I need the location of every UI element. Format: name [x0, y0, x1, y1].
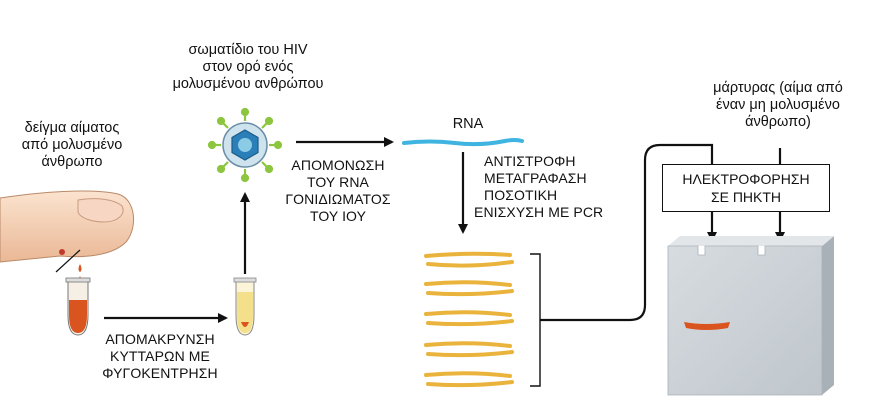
label-rna: RNA [452, 116, 484, 132]
label-isolate-rna: ΑΠΟΜΟΝΩΣΗ ΤΟΥ RNA ΓΟΝΙΔΙΩΜΑΤΟΣ ΤΟΥ ΙΟΥ [285, 157, 391, 224]
gel-band [684, 322, 730, 330]
pcr-products [424, 251, 514, 388]
hiv-virus-icon [207, 107, 283, 183]
finger-icon [0, 190, 135, 284]
label-rt-pcr: ΑΝΤΙΣΤΡΟΦΗ ΜΕΤΑΓΡΑΦΑΣΗ ΠΟΣΟΤΙΚΗ ΕΝΙΣΧΥΣΗ… [474, 153, 604, 220]
electrophoresis-box: ΗΛΕΚΤΡΟΦΟΡΗΣΗ ΣΕ ΠΗΚΤΗ [662, 164, 830, 212]
label-centrifuge: ΑΠΟΜΑΚΡΥΝΣΗ ΚΥΤΤΑΡΩΝ ΜΕ ΦΥΓΟΚΕΝΤΡΗΣΗ [102, 331, 218, 381]
rna-strand [402, 138, 524, 147]
label-blood-sample: δείγμα αίματος από μολυσμένο άνθρωπο [21, 120, 123, 170]
gel-icon [667, 236, 834, 396]
label-hiv-particle: σωματίδιο του HIV στον ορό ενός μολυσμέν… [172, 42, 324, 92]
serum-tube-icon [233, 277, 257, 336]
blood-tube-icon [65, 277, 91, 336]
label-control: μάρτυρας (αίμα από έναν μη μολυσμένο άνθ… [713, 80, 843, 130]
